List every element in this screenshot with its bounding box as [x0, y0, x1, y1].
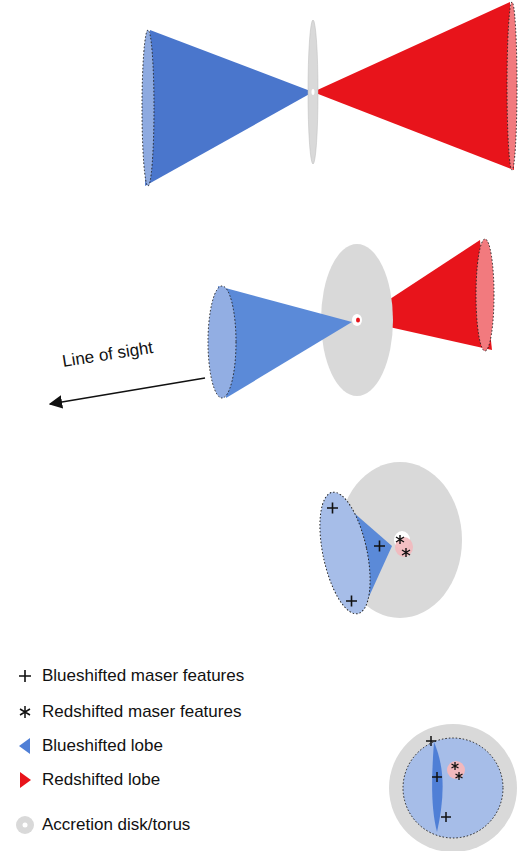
- pole-on-view: [389, 724, 517, 851]
- disk-swatch: [16, 816, 34, 834]
- legend-sample: [14, 701, 36, 723]
- legend-text: Accretion disk/torus: [42, 815, 190, 835]
- edge-on-view: [142, 2, 517, 186]
- asterisk-symbol: [20, 706, 30, 718]
- direction-label: Line of sight: [61, 338, 155, 372]
- legend-entry: Accretion disk/torus: [14, 813, 190, 837]
- legend-sample: [14, 665, 36, 687]
- lobe-swatch: [19, 738, 30, 754]
- legend-sample: [14, 769, 36, 791]
- legend-entry: Blueshifted lobe: [14, 734, 163, 758]
- legend-text: Redshifted lobe: [42, 770, 160, 790]
- near-pole-on-view: [311, 462, 462, 618]
- legend-entry: Redshifted maser features: [14, 700, 241, 724]
- plus-symbol: [19, 670, 31, 682]
- legend-text: Redshifted maser features: [42, 702, 241, 722]
- legend-text: Blueshifted maser features: [42, 666, 244, 686]
- legend-sample: [14, 814, 36, 836]
- tilted-view: [50, 239, 494, 404]
- legend-text: Blueshifted lobe: [42, 736, 163, 756]
- legend-entry: Blueshifted maser features: [14, 664, 244, 688]
- legend-sample: [14, 735, 36, 757]
- legend-entry: Redshifted lobe: [14, 768, 160, 792]
- disk-hole: [23, 823, 28, 828]
- lobe-swatch: [20, 772, 31, 788]
